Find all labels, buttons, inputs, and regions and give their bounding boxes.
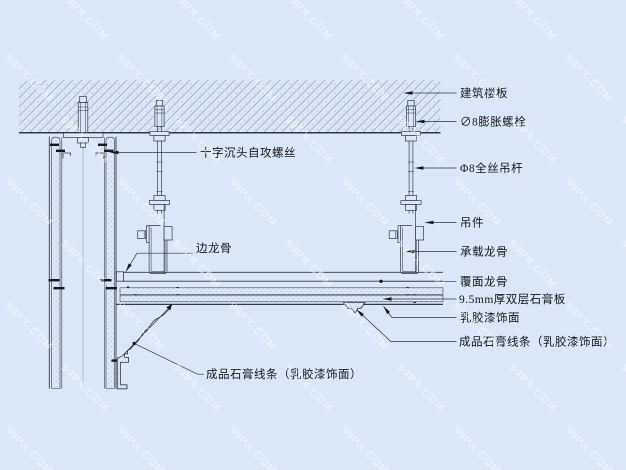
clip-washer [146,225,150,243]
label-edge-keel: 边龙骨 [196,242,232,255]
leader-lines [109,91,457,375]
crown-moulding-profile [116,304,173,390]
crown-moulding-cross-section [342,302,366,315]
anchor-sleeve [406,105,416,127]
anchor-head [407,100,415,107]
anchor-sleeve [154,105,165,127]
annotation-labels: 建筑楼板 ∅8膨胀螺栓 十字沉头自攻螺丝 Φ8全丝吊杆 吊件 边龙骨 承载龙骨 … [196,86,615,381]
partition-wall-section [48,136,117,389]
label-hanger-clip: 吊件 [460,216,484,230]
hanger-clip [415,226,424,241]
hanger-clip [163,226,173,241]
label-expansion-bolt: ∅8膨胀螺栓 [460,115,526,129]
wall-board-left [51,136,61,389]
hanger-assembly-left [137,100,173,274]
gypsum-board-layer-2 [119,294,444,303]
label-gypsum-board: 9.5mm厚双层石膏板 [459,292,566,306]
fastener-ticks [48,143,416,362]
leader-moulding-left [134,343,204,375]
top-track-flange-left [62,152,71,159]
slab-hatch-area [19,80,441,133]
concrete-slab-section [19,80,441,134]
leader-edge-keel [125,252,193,272]
washer [149,131,170,136]
clip-bolt-head [388,230,398,239]
label-building-slab: 建筑楼板 [460,86,508,100]
label-carrier-keel: 承载龙骨 [460,246,508,259]
top-track-flange-right [95,152,104,159]
leader-moulding-right [356,309,457,342]
anchor-head [155,100,164,107]
wall-board-right [105,136,115,389]
nut [405,135,417,142]
edge-keel-section [116,271,125,282]
label-moulding-left: 成品石膏线条（乳胶漆饰面） [206,367,362,381]
label-furring-keel: 覆面龙骨 [460,276,508,289]
label-latex-paint: 乳胶漆饰面 [460,311,520,325]
label-moulding-right: 成品石膏线条（乳胶漆饰面） [459,335,615,349]
washer [401,131,421,136]
label-hanger-rod: Φ8全丝吊杆 [460,161,523,175]
nut [153,135,166,142]
leader-latex-paint [383,305,457,318]
gypsum-board-layer-1 [119,287,444,295]
expansion-bolt-wall [63,96,104,148]
label-self-tapping-screw: 十字沉头自攻螺丝 [200,146,296,160]
moulding-tip-mark [166,304,172,311]
clip-bolt-head [137,230,147,239]
clip-washer [397,225,401,243]
ceiling-layers [116,271,444,306]
